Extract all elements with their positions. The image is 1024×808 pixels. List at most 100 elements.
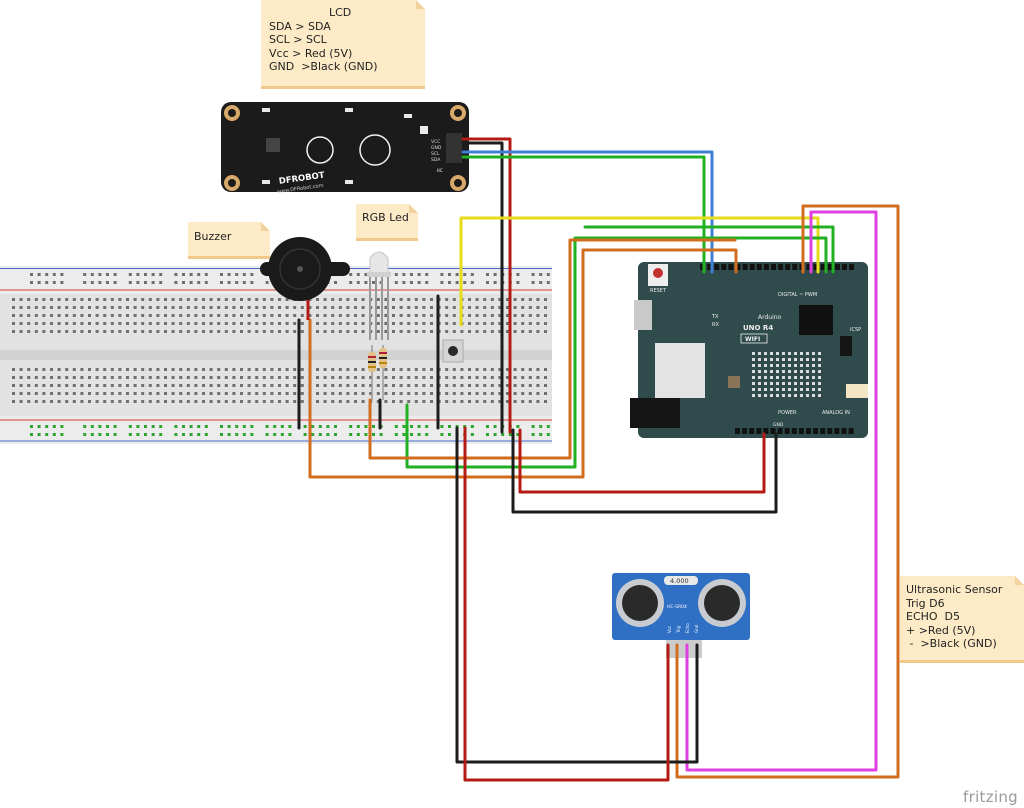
breadboard-hole	[323, 400, 327, 403]
led-matrix-dot	[752, 358, 755, 361]
led-matrix-dot	[800, 370, 803, 373]
breadboard-hole	[316, 330, 319, 333]
breadboard-hole	[262, 298, 266, 301]
breadboard-hole	[300, 322, 304, 325]
breadboard-hole	[293, 368, 297, 371]
lcd-note: LCD SDA > SDA SCL > SCL Vcc > Red (5V) G…	[261, 0, 425, 86]
header-pin-top	[827, 264, 833, 270]
breadboard-hole	[285, 322, 289, 325]
breadboard-hole	[34, 306, 38, 309]
breadboard-hole	[399, 330, 403, 333]
breadboard-hole	[255, 368, 259, 371]
led-matrix-dot	[752, 376, 755, 379]
breadboard-hole	[42, 368, 46, 371]
breadboard-hole	[37, 281, 41, 284]
breadboard-hole	[126, 322, 129, 325]
breadboard-hole	[42, 314, 46, 317]
breadboard-hole	[506, 392, 509, 395]
breadboard-hole	[384, 298, 388, 301]
led-matrix-dot	[812, 364, 815, 367]
breadboard-hole	[57, 298, 61, 301]
breadboard-hole	[159, 273, 163, 276]
breadboard-hole	[483, 400, 487, 403]
led-matrix-dot	[776, 370, 779, 373]
breadboard-hole	[164, 384, 167, 387]
breadboard-hole	[156, 400, 160, 403]
breadboard-hole	[148, 298, 152, 301]
breadboard-hole	[110, 384, 114, 387]
header-pin-bottom	[770, 428, 776, 434]
breadboard-hole	[189, 273, 193, 276]
led-matrix-dot	[770, 364, 773, 367]
breadboard-hole	[34, 330, 38, 333]
breadboard-hole	[331, 376, 335, 379]
breadboard-hole	[430, 322, 433, 325]
breadboard-hole	[65, 400, 69, 403]
breadboard-hole	[240, 400, 243, 403]
breadboard-hole	[186, 376, 190, 379]
breadboard-hole	[445, 392, 449, 395]
led-matrix-dot	[764, 364, 767, 367]
breadboard-hole	[80, 400, 84, 403]
breadboard-hole	[483, 330, 487, 333]
breadboard-hole	[65, 376, 69, 379]
breadboard-hole	[103, 330, 107, 333]
breadboard-hole	[483, 314, 487, 317]
breadboard-hole	[227, 273, 231, 276]
breadboard-hole	[57, 314, 61, 317]
led-matrix-dot	[818, 364, 821, 367]
breadboard-hole	[179, 314, 183, 317]
breadboard-hole	[57, 376, 61, 379]
breadboard-hole	[179, 384, 183, 387]
breadboard-hole	[12, 314, 15, 317]
breadboard-hole	[440, 281, 444, 284]
breadboard-hole	[171, 392, 175, 395]
breadboard-hole	[174, 433, 178, 436]
breadboard-hole	[490, 298, 494, 301]
breadboard-hole	[148, 306, 152, 309]
breadboard-hole	[224, 368, 228, 371]
header-pin-bottom	[798, 428, 804, 434]
breadboard-hole	[128, 425, 132, 428]
breadboard-hole	[278, 322, 281, 325]
breadboard-hole	[42, 306, 46, 309]
breadboard-hole	[338, 306, 342, 309]
breadboard-hole	[156, 298, 160, 301]
breadboard-hole	[148, 392, 152, 395]
breadboard-hole	[354, 368, 357, 371]
breadboard-hole	[508, 433, 512, 436]
breadboard-hole	[369, 392, 373, 395]
breadboard-hole	[354, 306, 357, 309]
breadboard-hole	[308, 314, 312, 317]
breadboard-hole	[240, 322, 243, 325]
breadboard-hole	[372, 281, 375, 284]
led-matrix-dot	[806, 394, 809, 397]
breadboard-hole	[346, 298, 350, 301]
breadboard-hole	[539, 281, 543, 284]
led-matrix-dot	[812, 394, 815, 397]
breadboard-hole	[42, 392, 46, 395]
wires	[297, 137, 900, 782]
breadboard-hole	[486, 281, 489, 284]
breadboard-hole	[316, 392, 319, 395]
breadboard-hole	[88, 298, 91, 301]
breadboard-hole	[528, 314, 532, 317]
arduino-logo: Arduino	[758, 314, 782, 321]
breadboard-hole	[34, 376, 38, 379]
breadboard-hole	[156, 392, 160, 395]
breadboard-hole	[414, 330, 418, 333]
breadboard-hole	[95, 392, 99, 395]
breadboard-hole	[475, 400, 479, 403]
breadboard-hole	[278, 400, 281, 403]
sensor-pin-label: Gnd	[694, 624, 699, 633]
breadboard-hole	[217, 376, 221, 379]
breadboard-hole	[521, 376, 525, 379]
breadboard-hole	[468, 322, 471, 325]
header-pin-bottom	[820, 428, 826, 434]
breadboard-hole	[369, 376, 373, 379]
breadboard-hole	[182, 273, 185, 276]
breadboard-hole	[217, 368, 221, 371]
breadboard-hole	[326, 425, 330, 428]
breadboard-hole	[209, 400, 213, 403]
breadboard-hole	[452, 306, 456, 309]
